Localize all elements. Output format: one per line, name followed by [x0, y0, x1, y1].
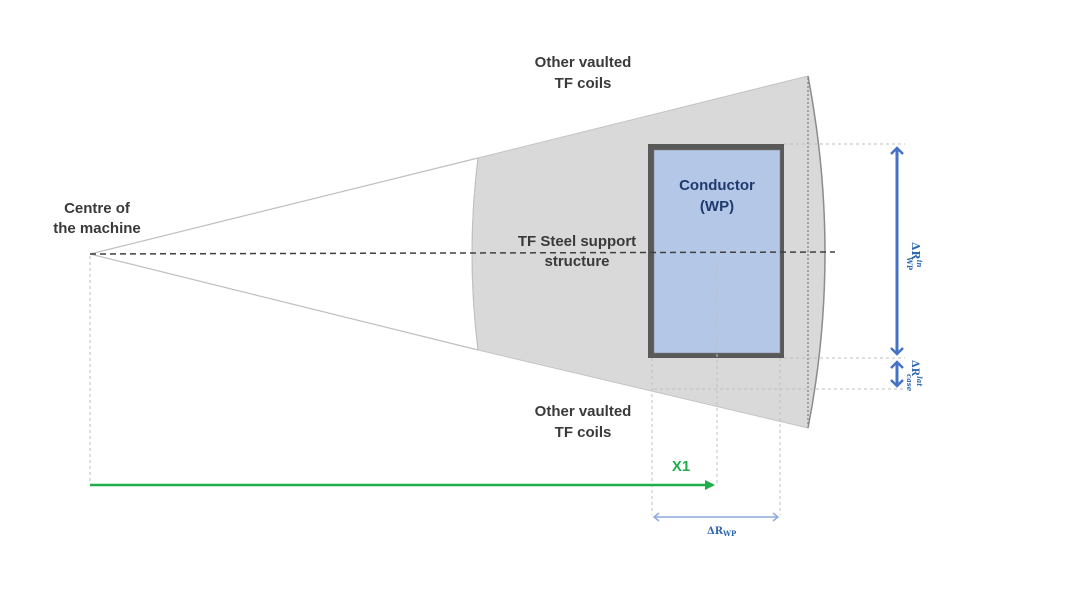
dr-wp-in-label-base: ΔR [909, 242, 922, 261]
dr-wp-label-base: ΔR [707, 526, 724, 537]
wedge-edge-lower [89, 253, 479, 351]
dr-case-lat-label: ΔRlat [909, 360, 924, 387]
other-coils-top-line2: TF coils [555, 75, 612, 92]
other-coils-top-line1: Other vaulted [535, 54, 632, 71]
sector-outer-arc [807, 75, 826, 429]
dr-case-lat-label-sup: lat [915, 376, 924, 387]
conductor-label-line2: (WP) [700, 198, 734, 215]
centre-label-line1: Centre of [64, 200, 131, 217]
midplane-dashed-line [89, 251, 836, 255]
dr-wp-label-sub: WP [722, 529, 737, 538]
conductor-wp [653, 149, 781, 354]
dr-wp-label: ΔRWP [707, 526, 737, 538]
dr-wp-in-label-sup: in [915, 260, 924, 268]
sector-inner-arc [471, 157, 479, 351]
dr-wp-in-label: ΔRin [909, 242, 924, 267]
dr-wp-in-label-sub: WP [905, 256, 914, 271]
other-coils-bottom-line1: Other vaulted [535, 403, 632, 420]
steel-support-label-line1: TF Steel support [518, 233, 636, 250]
steel-support-label-line2: structure [544, 253, 609, 270]
dr-case-lat-label-sub: case [905, 374, 914, 392]
wedge-edge-upper [89, 157, 479, 255]
other-coils-bottom-line2: TF coils [555, 424, 612, 441]
centre-label-line2: the machine [53, 220, 141, 237]
dr-case-lat-label-base: ΔR [909, 360, 920, 377]
x1-label: X1 [672, 458, 690, 475]
reference-guides [89, 143, 905, 515]
conductor-label-line1: Conductor [679, 177, 755, 194]
